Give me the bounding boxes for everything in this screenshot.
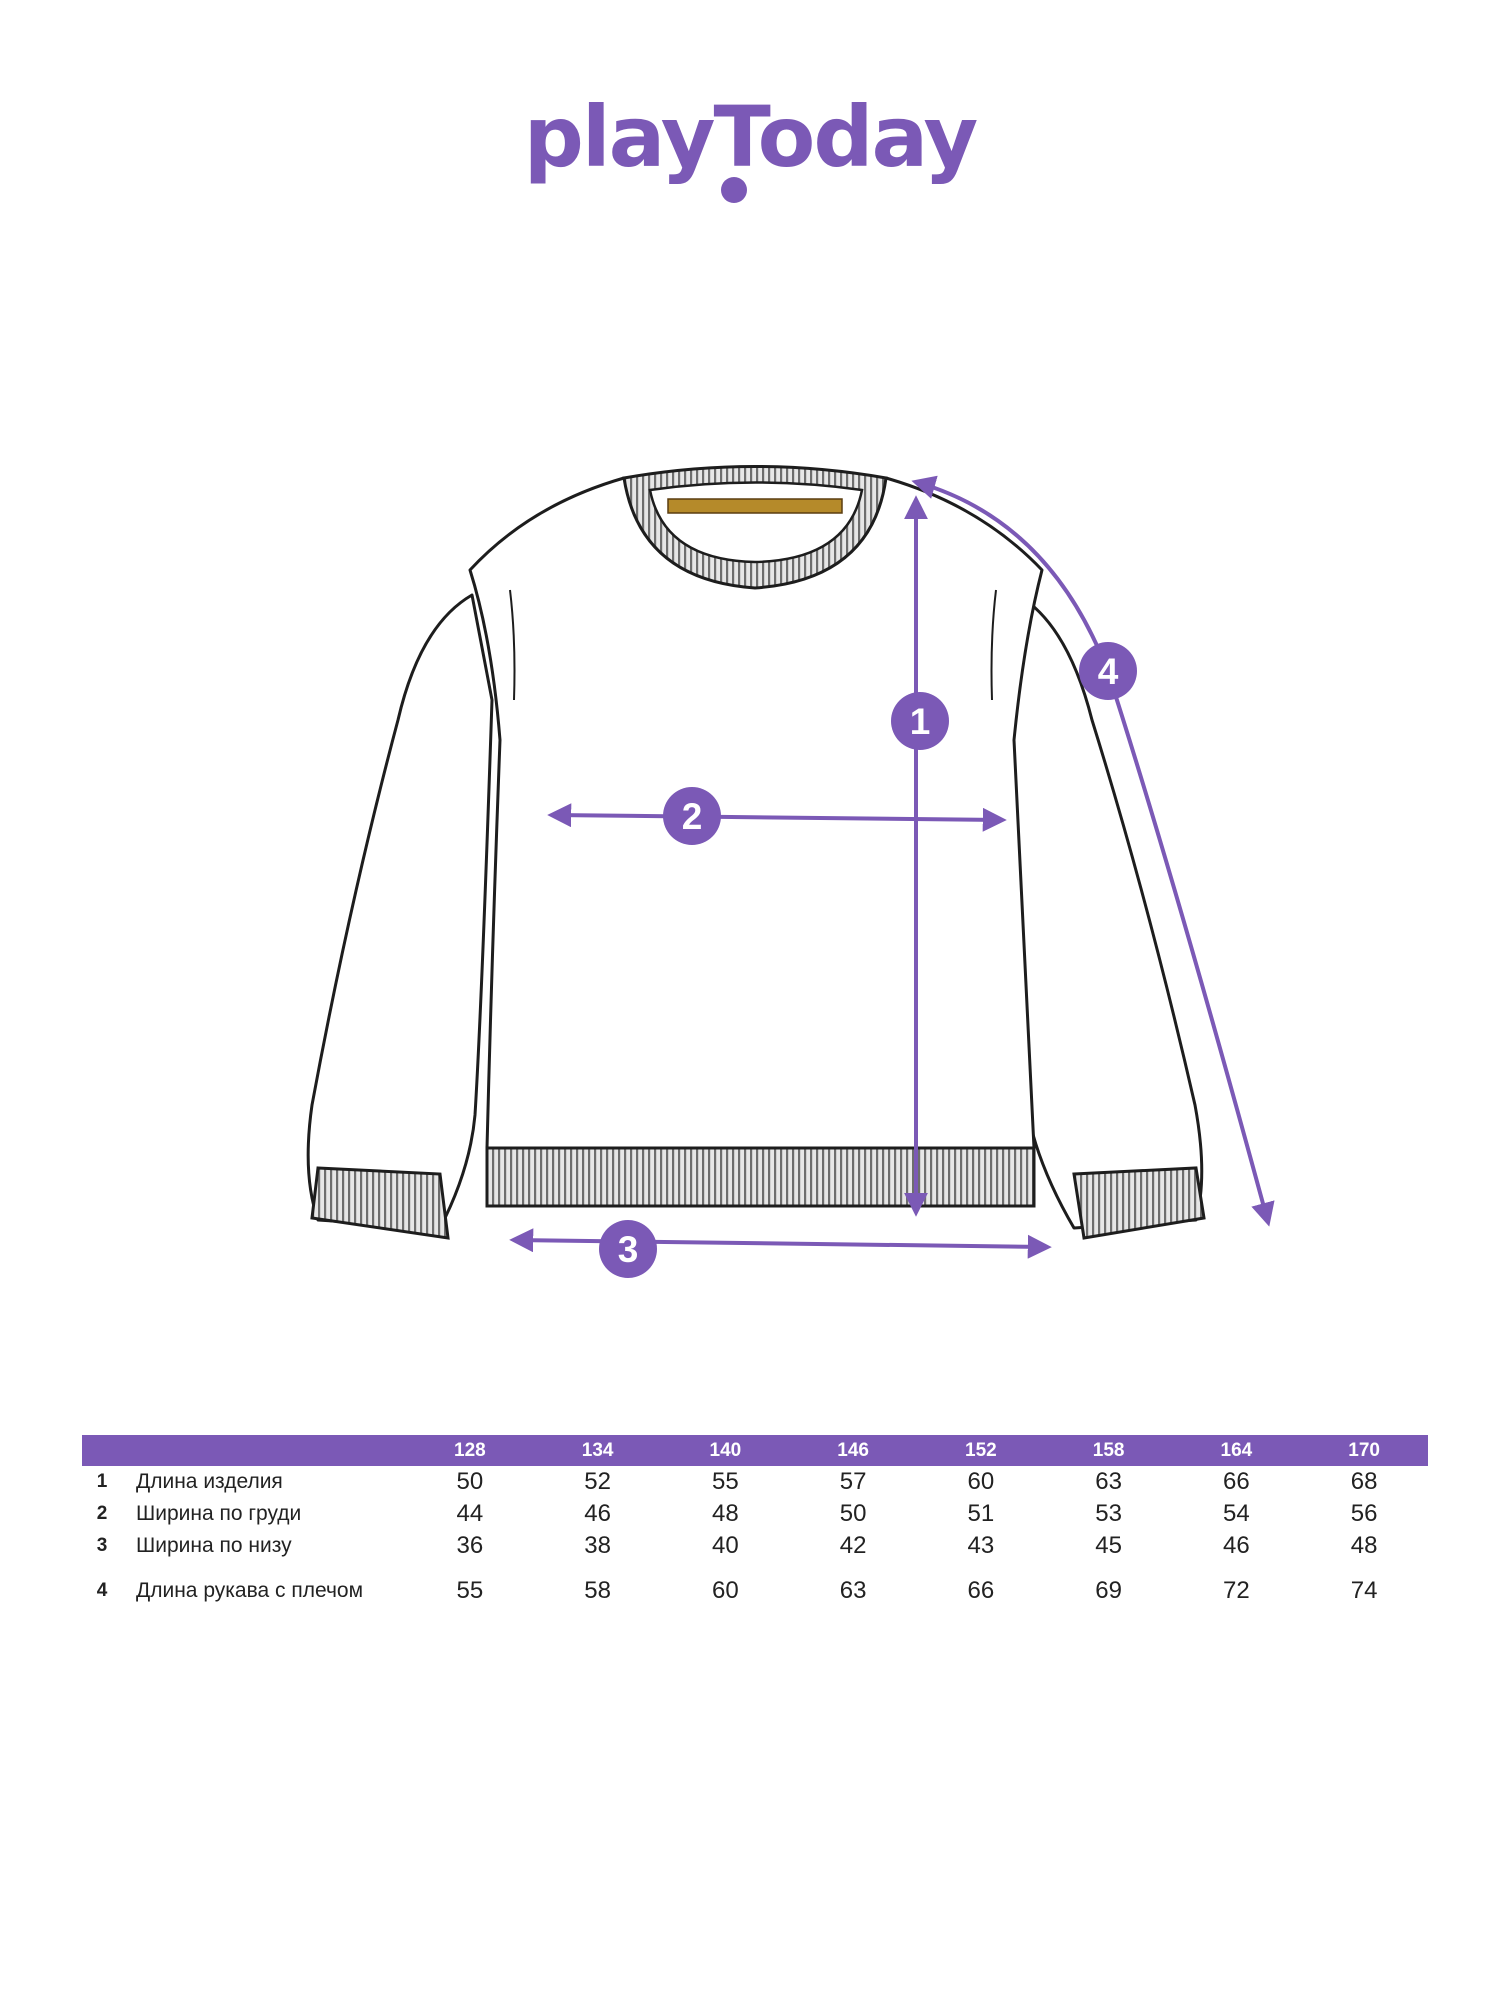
cell-value: 44 bbox=[456, 1500, 484, 1527]
size-header-row: 128 134 140 146 152 158 164 170 bbox=[82, 1435, 1428, 1466]
size-header: 152 bbox=[917, 1435, 1045, 1466]
left-seam bbox=[509, 589, 516, 701]
cell-value: 58 bbox=[584, 1577, 611, 1604]
cell-value: 63 bbox=[839, 1577, 867, 1604]
cell-value: 50 bbox=[456, 1468, 484, 1495]
marker-4: 4 bbox=[1079, 642, 1137, 700]
svg-text:1: 1 bbox=[910, 701, 931, 742]
row-number: 2 bbox=[96, 1503, 108, 1524]
cell-value: 74 bbox=[1350, 1577, 1378, 1604]
cell-value: 60 bbox=[967, 1468, 995, 1495]
sleeve-length-line bbox=[911, 475, 1275, 1227]
cell-value: 63 bbox=[1095, 1468, 1122, 1495]
logo-dot bbox=[721, 177, 747, 203]
header-blank bbox=[82, 1435, 122, 1466]
size-header: 134 bbox=[533, 1435, 662, 1466]
svg-text:3: 3 bbox=[618, 1229, 639, 1270]
cell-value: 40 bbox=[712, 1532, 739, 1559]
row-number: 1 bbox=[96, 1471, 108, 1492]
row-label: Ширина по груди bbox=[136, 1502, 302, 1525]
row-number: 4 bbox=[96, 1580, 108, 1601]
svg-text:4: 4 bbox=[1098, 651, 1119, 692]
row-label: Длина изделия bbox=[136, 1470, 283, 1493]
size-header: 128 bbox=[406, 1435, 534, 1466]
cell-value: 43 bbox=[967, 1532, 995, 1559]
cell-value: 48 bbox=[1350, 1532, 1378, 1559]
cell-value: 60 bbox=[712, 1577, 739, 1604]
row-label: Длина рукава с плечом bbox=[136, 1579, 364, 1602]
header-blank bbox=[122, 1435, 406, 1466]
neck-label bbox=[667, 498, 843, 514]
cell-value: 55 bbox=[712, 1468, 739, 1495]
cell-value: 42 bbox=[839, 1532, 867, 1559]
cell-value: 69 bbox=[1095, 1577, 1122, 1604]
cell-value: 52 bbox=[584, 1468, 611, 1495]
marker-1: 1 bbox=[891, 692, 949, 750]
cell-value: 36 bbox=[456, 1532, 484, 1559]
right-cuff bbox=[1072, 1166, 1206, 1240]
cell-value: 54 bbox=[1223, 1500, 1250, 1527]
table-row: 2 Ширина по груди 44 46 48 50 51 53 54 5… bbox=[82, 1498, 1428, 1530]
brand-logo: playToday bbox=[523, 88, 979, 186]
size-header: 146 bbox=[789, 1435, 917, 1466]
size-header: 164 bbox=[1172, 1435, 1301, 1466]
cell-value: 66 bbox=[967, 1577, 995, 1604]
svg-text:2: 2 bbox=[682, 796, 703, 837]
row-number: 3 bbox=[96, 1535, 108, 1556]
cell-value: 46 bbox=[584, 1500, 611, 1527]
cell-value: 45 bbox=[1095, 1532, 1122, 1559]
cell-value: 57 bbox=[839, 1468, 867, 1495]
cell-value: 48 bbox=[712, 1500, 739, 1527]
size-header: 170 bbox=[1300, 1435, 1428, 1466]
cell-value: 46 bbox=[1223, 1532, 1250, 1559]
marker-2: 2 bbox=[663, 787, 721, 845]
left-cuff bbox=[310, 1166, 450, 1240]
table-row: 1 Длина изделия 50 52 55 57 60 63 66 68 bbox=[82, 1466, 1428, 1498]
cell-value: 56 bbox=[1350, 1500, 1378, 1527]
size-header: 140 bbox=[661, 1435, 790, 1466]
size-header: 158 bbox=[1044, 1435, 1173, 1466]
table-row: 3 Ширина по низу 36 38 40 42 43 45 46 48 bbox=[82, 1530, 1428, 1562]
table-row: 4 Длина рукава с плечом 55 58 60 63 66 6… bbox=[82, 1562, 1428, 1614]
cell-value: 66 bbox=[1223, 1468, 1250, 1495]
hem-width-line bbox=[509, 1228, 1052, 1259]
cell-value: 72 bbox=[1223, 1577, 1250, 1604]
cell-value: 55 bbox=[456, 1577, 484, 1604]
cell-value: 38 bbox=[584, 1532, 611, 1559]
size-table: 128 134 140 146 152 158 164 170 1 Длина … bbox=[82, 1435, 1428, 1614]
cell-value: 53 bbox=[1095, 1500, 1122, 1527]
cell-value: 50 bbox=[839, 1500, 867, 1527]
marker-3: 3 bbox=[599, 1220, 657, 1278]
cell-value: 51 bbox=[967, 1500, 995, 1527]
hem-band bbox=[485, 1146, 1036, 1208]
row-label: Ширина по низу bbox=[136, 1534, 292, 1557]
cell-value: 68 bbox=[1350, 1468, 1378, 1495]
